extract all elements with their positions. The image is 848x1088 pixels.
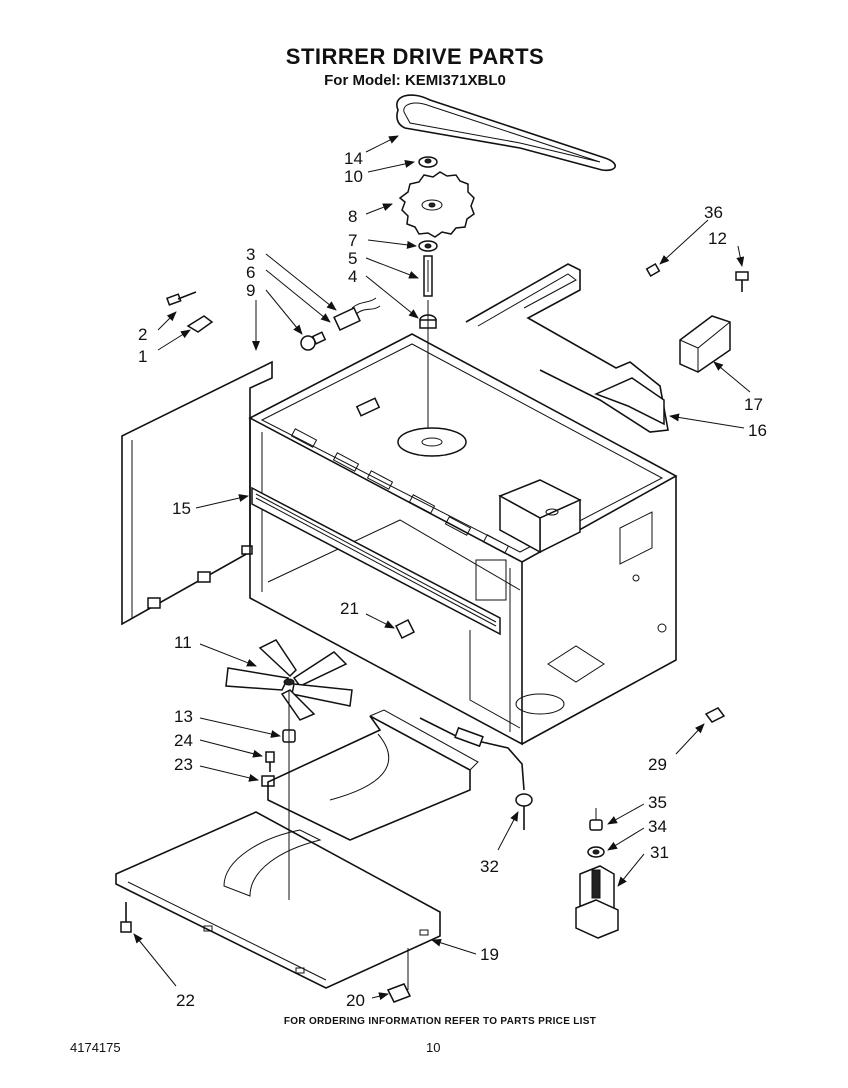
callout-16: 16 [748, 421, 767, 440]
callout-19: 19 [480, 945, 499, 964]
callout-22: 22 [176, 991, 195, 1010]
support-bracket [465, 263, 669, 433]
callout-3: 3 [246, 245, 255, 264]
callout-numbers: 14 10 8 7 5 4 3 6 9 2 1 36 12 17 16 15 2… [138, 149, 767, 1010]
callout-29: 29 [648, 755, 667, 774]
stirrer-blade [225, 639, 353, 721]
model-subtitle: For Model: KEMI371XBL0 [324, 72, 506, 89]
washer-34 [587, 846, 605, 858]
callout-13: 13 [174, 707, 193, 726]
bottom-clip [386, 983, 412, 1003]
screw-36 [645, 263, 661, 277]
callout-12: 12 [708, 229, 727, 248]
oven-cavity [248, 333, 678, 746]
screw-12 [735, 271, 749, 292]
callout-32: 32 [480, 857, 499, 876]
nut-35 [589, 808, 603, 831]
callout-23: 23 [174, 755, 193, 774]
screw [166, 291, 197, 306]
diagram-title: STIRRER DRIVE PARTS [285, 44, 545, 69]
bottom-screw [120, 902, 132, 933]
callout-31: 31 [650, 843, 669, 862]
page-number: 10 [426, 1040, 441, 1055]
callout-15: 15 [172, 499, 191, 518]
callout-34: 34 [648, 817, 667, 836]
callout-24: 24 [174, 731, 193, 750]
lamp-socket [333, 297, 381, 331]
callout-36: 36 [704, 203, 723, 222]
washer [418, 240, 438, 252]
callout-4: 4 [348, 267, 357, 286]
callout-21: 21 [340, 599, 359, 618]
left-side-panel [121, 360, 273, 626]
rail-slots [290, 428, 510, 554]
callout-5: 5 [348, 249, 357, 268]
air-duct [267, 709, 479, 841]
stirrer-pulley [398, 171, 475, 238]
sensor [394, 618, 416, 640]
callout-35: 35 [648, 793, 667, 812]
leader-lines [133, 135, 751, 1001]
callout-17: 17 [744, 395, 763, 414]
callout-7: 7 [348, 231, 357, 250]
blade-washer [265, 751, 275, 772]
callout-11: 11 [174, 633, 192, 652]
foam-block [679, 315, 731, 373]
wire-harness [419, 717, 533, 830]
clip [186, 315, 214, 333]
callout-14: 14 [344, 149, 363, 168]
stirrer-shaft [423, 255, 433, 297]
ordering-note: FOR ORDERING INFORMATION REFER TO PARTS … [283, 1016, 597, 1027]
nut [418, 156, 438, 168]
callout-20: 20 [346, 991, 365, 1010]
callout-2: 2 [138, 325, 147, 344]
callout-6: 6 [246, 263, 255, 282]
callout-8: 8 [348, 207, 357, 226]
stirrer-motor [575, 865, 619, 939]
bottom-plate [115, 811, 441, 989]
callout-1: 1 [138, 347, 147, 366]
drive-belt [396, 94, 616, 172]
callout-9: 9 [246, 281, 255, 300]
callout-10: 10 [344, 167, 363, 186]
lamp-bulb [300, 331, 327, 351]
grommet [704, 707, 726, 723]
document-number: 4174175 [70, 1040, 121, 1055]
front-rail [251, 486, 501, 636]
